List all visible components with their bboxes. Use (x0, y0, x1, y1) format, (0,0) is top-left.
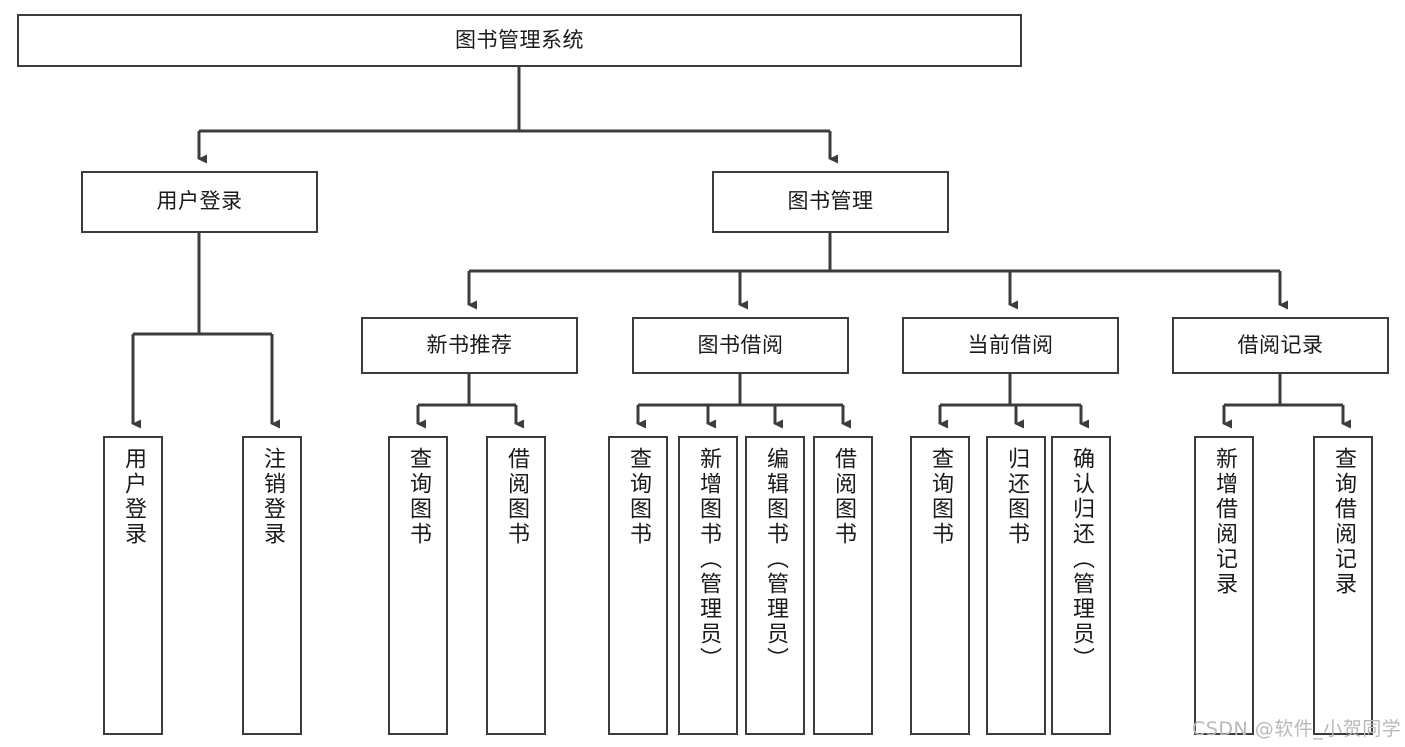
node-leaf-query-record[interactable]: 查询借阅记录 (1313, 436, 1373, 735)
node-leaf-query-book-3[interactable]: 查询图书 (910, 436, 970, 735)
node-leaf-user-login[interactable]: 用户登录 (103, 436, 163, 735)
node-leaf-edit-book-label: 编辑图书（管理员） (763, 447, 788, 672)
node-leaf-query-book-3-label: 查询图书 (928, 447, 953, 547)
node-leaf-edit-book[interactable]: 编辑图书（管理员） (745, 436, 805, 735)
node-new-book-recommend[interactable]: 新书推荐 (361, 317, 578, 374)
node-leaf-logout-label: 注销登录 (260, 447, 285, 547)
node-leaf-borrow-book-1-label: 借阅图书 (504, 447, 529, 547)
node-leaf-query-book-2[interactable]: 查询图书 (608, 436, 668, 735)
node-user-login-label: 用户登录 (156, 189, 243, 214)
node-leaf-add-record-label: 新增借阅记录 (1212, 447, 1237, 597)
node-user-login[interactable]: 用户登录 (81, 171, 318, 233)
node-leaf-user-login-label: 用户登录 (121, 447, 146, 547)
node-book-borrow-label: 图书借阅 (697, 332, 784, 357)
node-leaf-query-book-1[interactable]: 查询图书 (388, 436, 448, 735)
node-leaf-query-record-label: 查询借阅记录 (1331, 447, 1356, 597)
node-leaf-add-record[interactable]: 新增借阅记录 (1194, 436, 1254, 735)
node-leaf-confirm-return[interactable]: 确认归还（管理员） (1051, 436, 1111, 735)
node-borrow-record[interactable]: 借阅记录 (1172, 317, 1389, 374)
node-leaf-borrow-book-2-label: 借阅图书 (831, 447, 856, 547)
node-book-borrow[interactable]: 图书借阅 (632, 317, 849, 374)
node-leaf-add-book[interactable]: 新增图书（管理员） (678, 436, 738, 735)
node-leaf-query-book-2-label: 查询图书 (626, 447, 651, 547)
node-leaf-logout[interactable]: 注销登录 (242, 436, 302, 735)
node-new-book-recommend-label: 新书推荐 (426, 332, 513, 357)
node-root-label: 图书管理系统 (455, 27, 584, 52)
node-borrow-record-label: 借阅记录 (1237, 332, 1324, 357)
node-leaf-return-book-label: 归还图书 (1004, 447, 1029, 547)
node-leaf-confirm-return-label: 确认归还（管理员） (1069, 447, 1094, 672)
node-current-borrow-label: 当前借阅 (967, 332, 1054, 357)
node-leaf-add-book-label: 新增图书（管理员） (696, 447, 721, 672)
node-leaf-borrow-book-1[interactable]: 借阅图书 (486, 436, 546, 735)
node-leaf-return-book[interactable]: 归还图书 (986, 436, 1046, 735)
node-book-manage-label: 图书管理 (787, 189, 874, 214)
node-leaf-query-book-1-label: 查询图书 (406, 447, 431, 547)
node-book-manage[interactable]: 图书管理 (712, 171, 949, 233)
node-current-borrow[interactable]: 当前借阅 (902, 317, 1119, 374)
csdn-watermark: CSDN @软件_小贺同学 (1192, 718, 1402, 740)
node-root[interactable]: 图书管理系统 (17, 14, 1022, 67)
node-leaf-borrow-book-2[interactable]: 借阅图书 (813, 436, 873, 735)
